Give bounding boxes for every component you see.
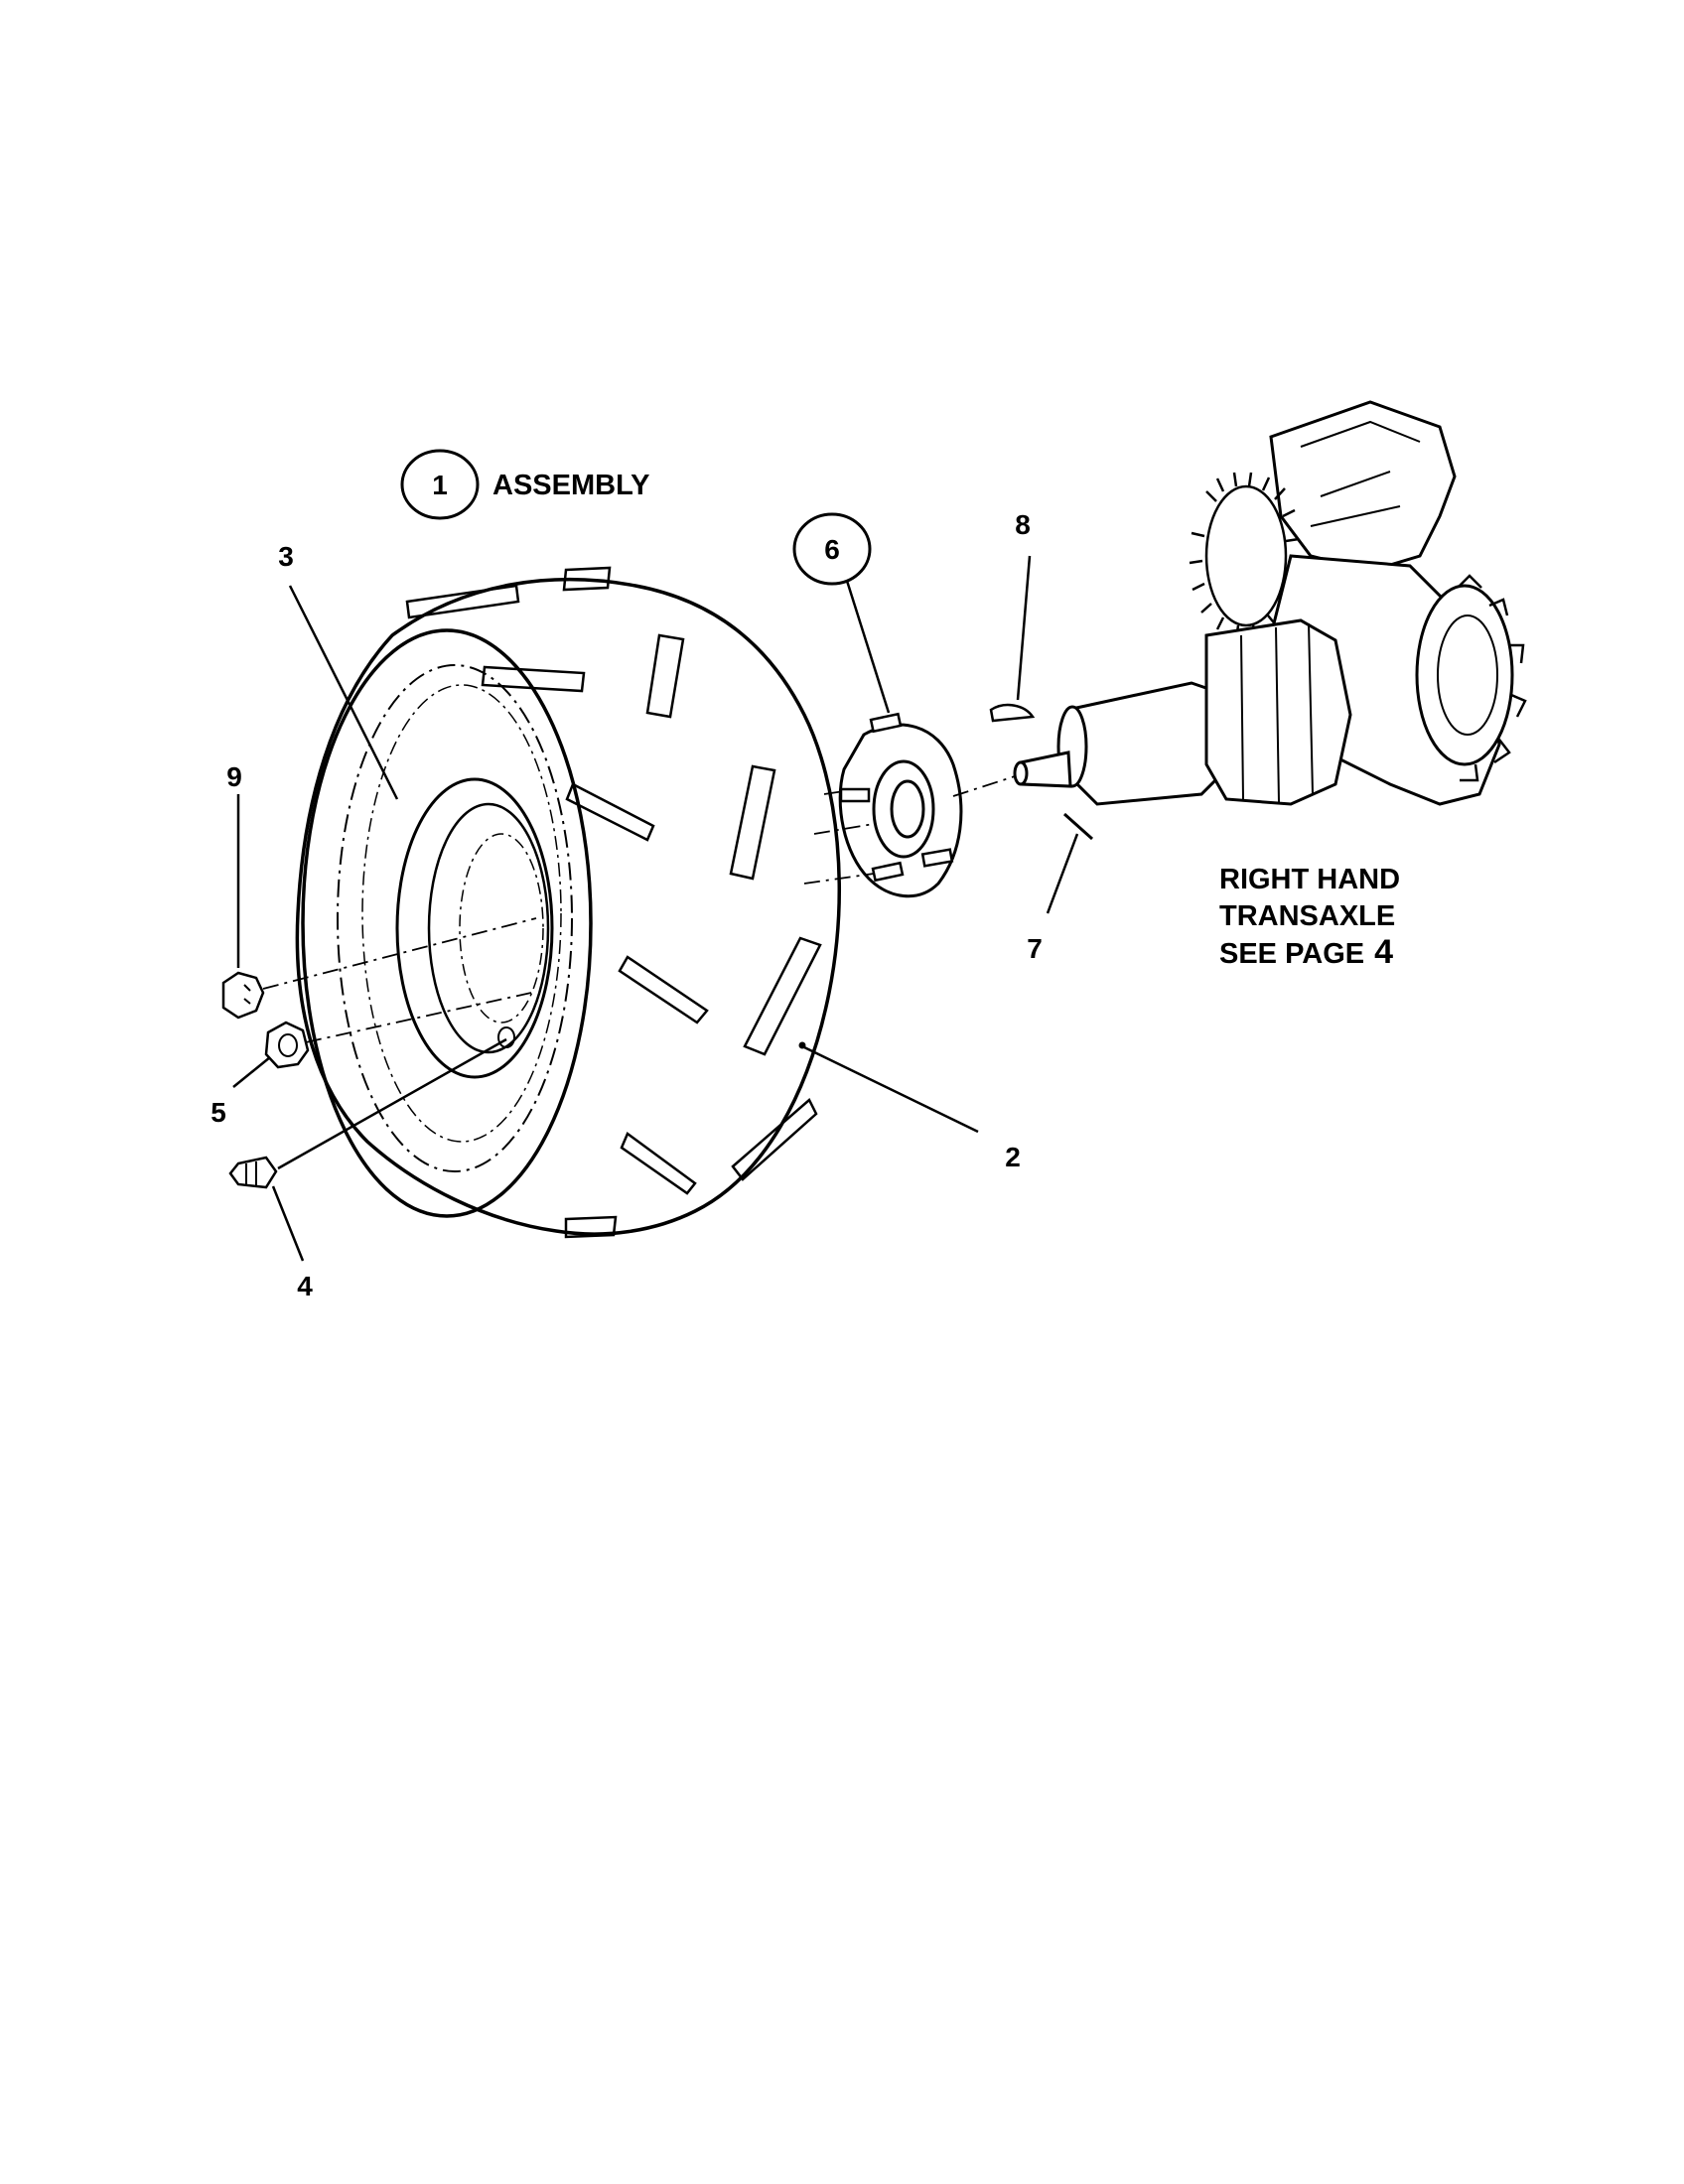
- callout-6: 6: [824, 534, 840, 565]
- rim-outer: [395, 777, 554, 1079]
- rim-inner: [427, 802, 550, 1054]
- tread-lugs: [405, 566, 822, 1239]
- callout-4: 4: [297, 1271, 313, 1301]
- valve-stem: [228, 1156, 278, 1189]
- transaxle-note-line3: SEE PAGE 4: [1219, 933, 1393, 971]
- tire-wheel-drawing: [295, 566, 841, 1239]
- callout-5: 5: [210, 1097, 226, 1128]
- transaxle-note-line1: RIGHT HAND: [1219, 864, 1400, 895]
- tire-outline: [295, 578, 841, 1236]
- assembly-label: ASSEMBLY: [492, 470, 649, 501]
- hub-bore-inner: [890, 779, 925, 839]
- axle-shaft-end: [1013, 760, 1029, 786]
- hub-studs: [839, 712, 954, 883]
- transaxle-drawing: [1013, 400, 1527, 806]
- tire-leader-dot: [798, 1041, 806, 1049]
- transaxle-top-detail: [1300, 420, 1421, 527]
- woodruff-key: [989, 703, 1036, 723]
- hub-callout-circle: [792, 512, 872, 586]
- cotter-pin: [1063, 812, 1093, 841]
- rim-flange-line: [361, 684, 562, 1143]
- lug-nut: [264, 1021, 310, 1069]
- transaxle-note-line2: TRANSAXLE: [1219, 900, 1395, 932]
- assembly-lines: [262, 775, 1016, 1043]
- transaxle-output-gear: [1415, 574, 1527, 782]
- tire-bead-line: [337, 664, 573, 1172]
- hub-drawing: [838, 712, 963, 898]
- callout-2: 2: [1005, 1142, 1021, 1172]
- callout-7: 7: [1027, 933, 1043, 964]
- axle-shaft: [1019, 751, 1072, 788]
- valve-hole: [497, 1026, 515, 1048]
- callout-circles: [400, 449, 872, 586]
- tire-sidewall: [301, 628, 593, 1218]
- axle-housing-ribs: [1240, 622, 1314, 803]
- see-page-number[interactable]: 4: [1374, 933, 1393, 971]
- rim-hub-seat: [459, 833, 544, 1024]
- callout-8: 8: [1015, 509, 1031, 540]
- assembly-number: 1: [432, 470, 448, 500]
- callout-3: 3: [278, 541, 294, 572]
- callout-9: 9: [226, 761, 242, 792]
- cooling-fan: [1189, 472, 1300, 640]
- slotted-nut: [221, 971, 265, 1020]
- see-page-text: SEE PAGE: [1219, 938, 1364, 970]
- assembly-circle: [400, 449, 480, 520]
- small-parts: [221, 703, 1093, 1189]
- leader-lines: [232, 555, 1079, 1262]
